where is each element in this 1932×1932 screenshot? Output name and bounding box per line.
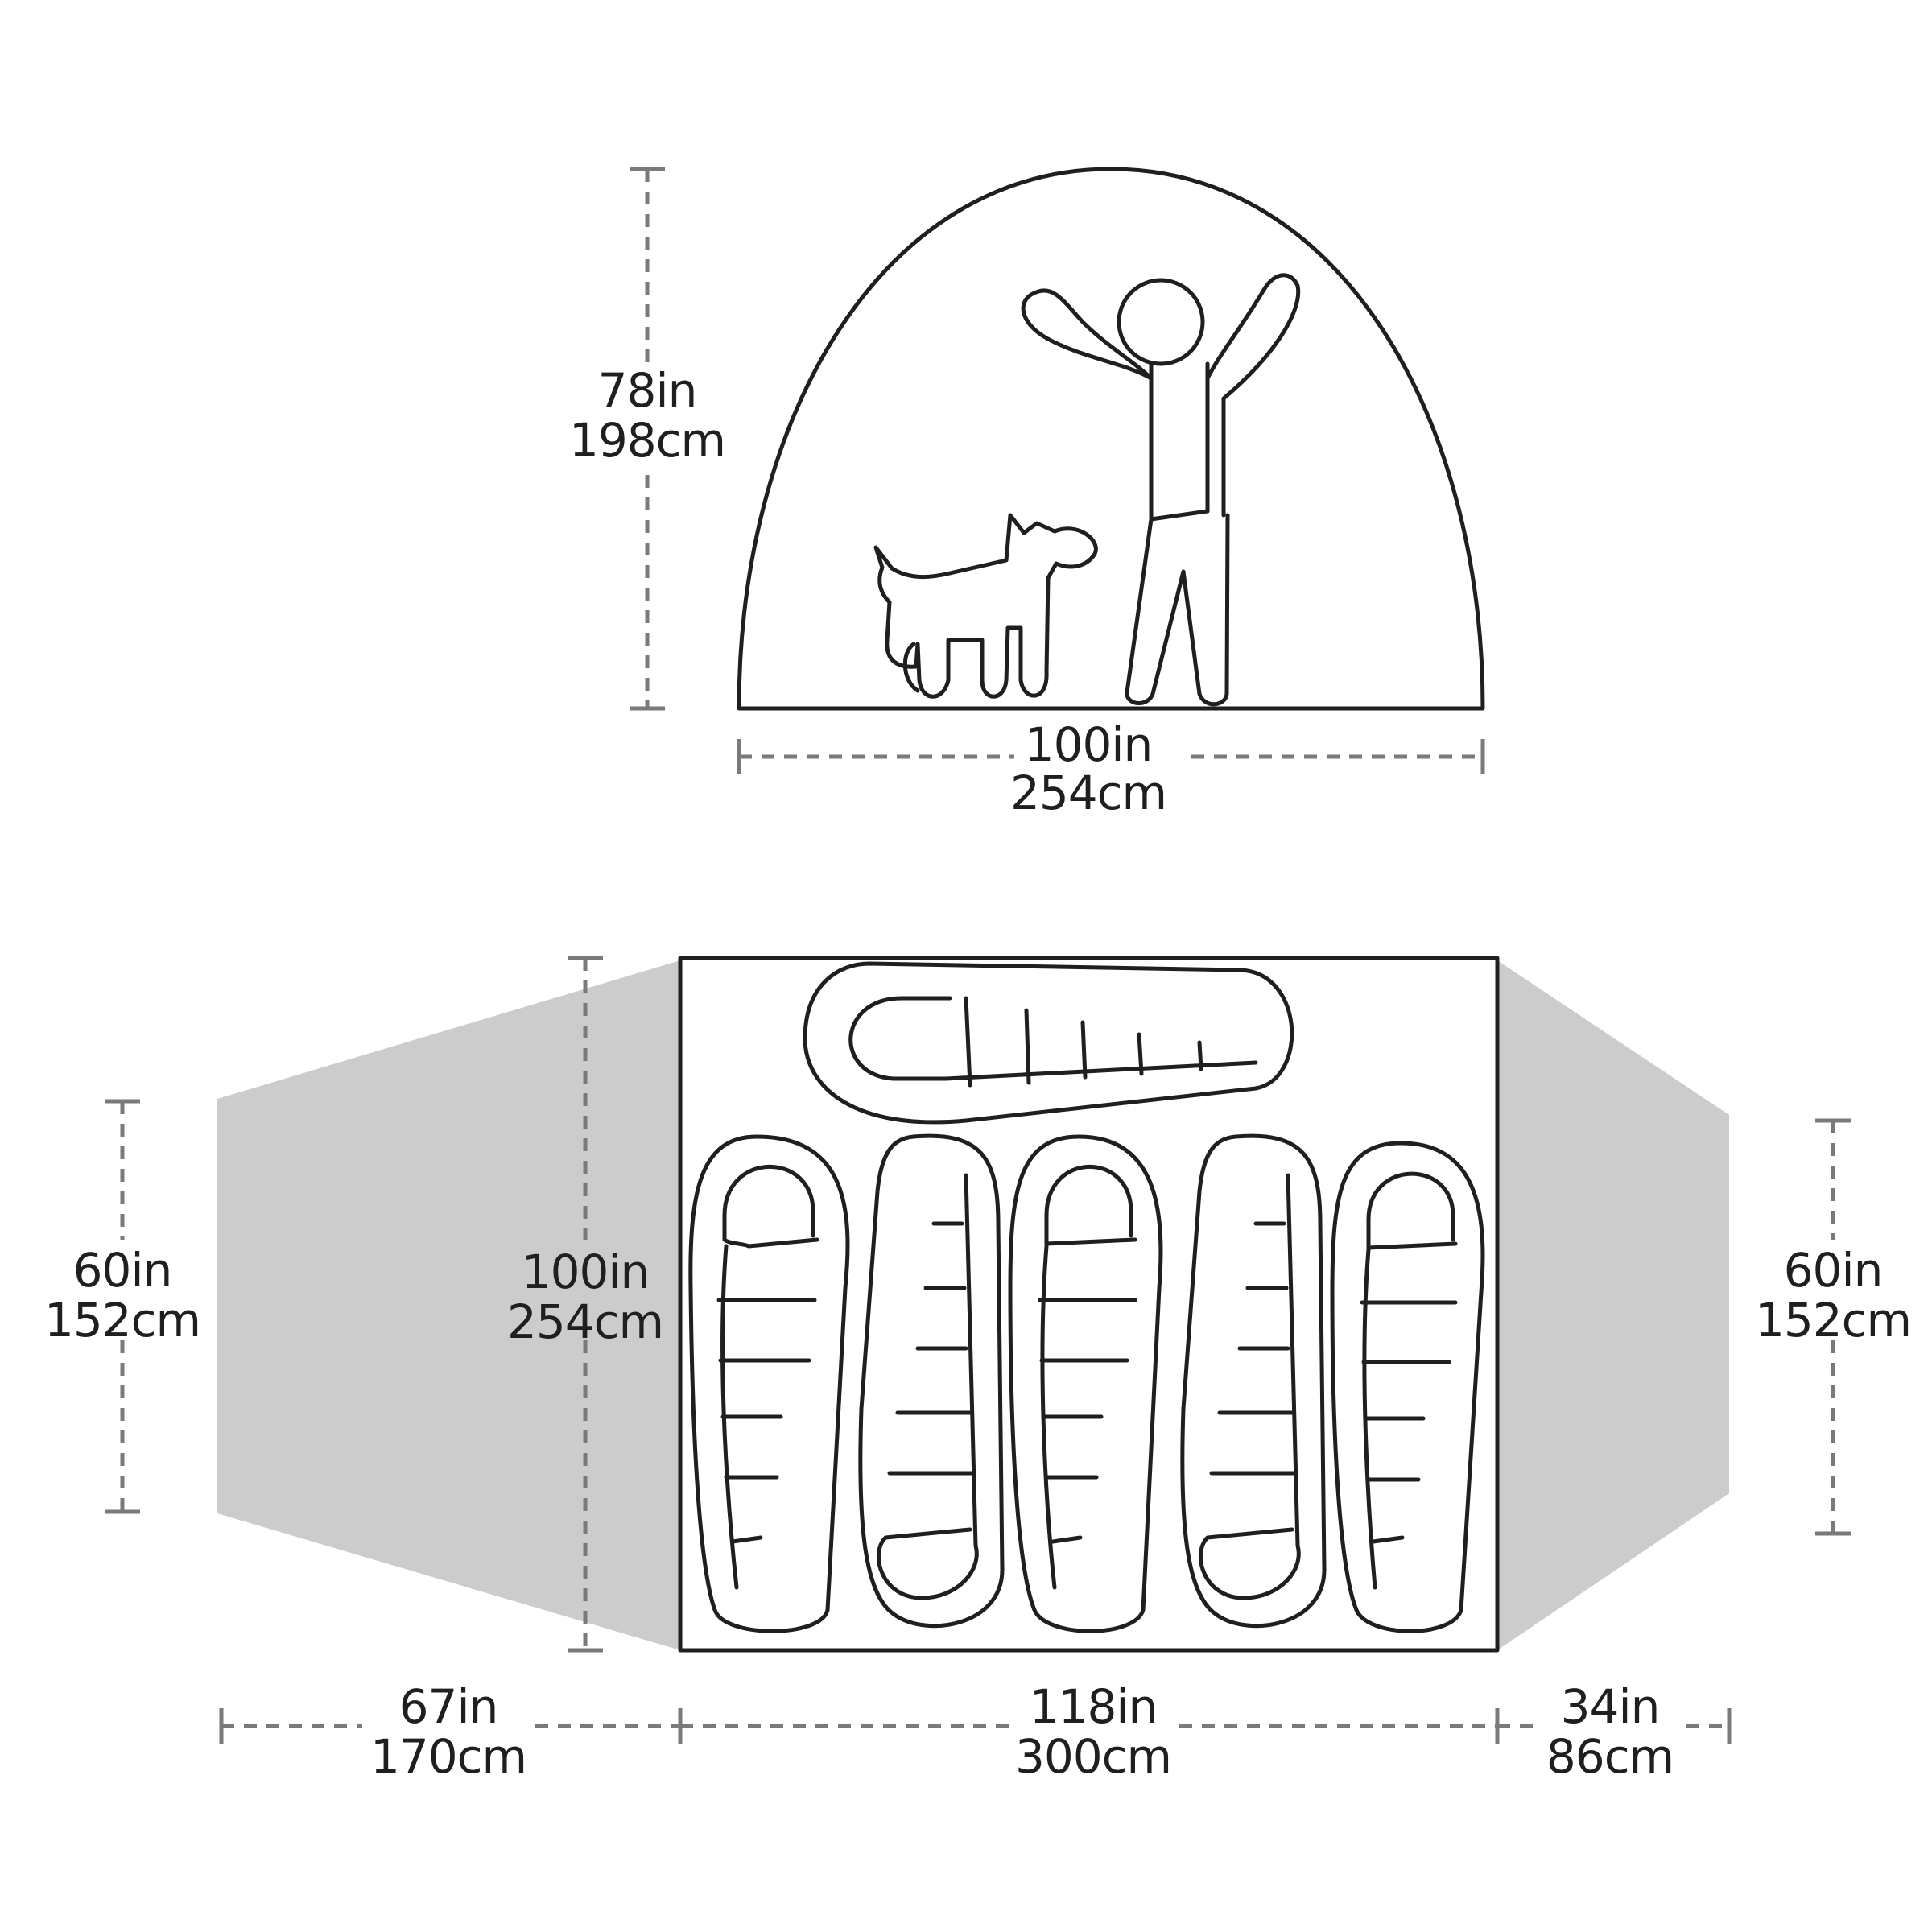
- sleeping-bag-horizontal: [803, 961, 1294, 1125]
- floor-plan: 60in 152cm 100in 254cm 60in 152cm: [44, 956, 1912, 1784]
- front-view: 78in 198cm 100in 254cm: [569, 167, 1485, 820]
- interior-width-in-label: 100in: [522, 1245, 650, 1299]
- length-dimensions: 67in 170cm 118in 300cm 34in 86cm: [219, 1679, 1732, 1784]
- left-vestibule-width-cm-label: 152cm: [44, 1293, 200, 1348]
- left-vestibule-width-in-label: 60in: [73, 1243, 172, 1298]
- left-vestibule-width-dimension: 60in 152cm: [44, 1099, 201, 1514]
- left-vestibule-depth-in-label: 67in: [399, 1679, 498, 1734]
- sleeping-bag-5: [1330, 1141, 1485, 1633]
- sleeping-bag-3: [1008, 1134, 1163, 1633]
- right-vestibule: [1497, 960, 1729, 1650]
- interior-length-in-label: 118in: [1030, 1679, 1158, 1734]
- sleeping-bag-1: [688, 1134, 850, 1633]
- tent-floor: [678, 956, 1500, 1653]
- right-vestibule-width-cm-label: 152cm: [1755, 1293, 1911, 1348]
- left-vestibule-depth-cm-label: 170cm: [370, 1729, 526, 1784]
- tent-front-profile: [737, 167, 1485, 711]
- interior-width-dimension: 100in 254cm: [507, 956, 664, 1653]
- right-vestibule-width-dimension: 60in 152cm: [1755, 1118, 1912, 1536]
- front-width-cm-label: 254cm: [1010, 766, 1166, 820]
- front-height-dimension: 78in 198cm: [569, 167, 726, 711]
- right-vestibule-width-in-label: 60in: [1784, 1243, 1883, 1298]
- front-height-cm-label: 198cm: [569, 413, 725, 468]
- left-vestibule: [217, 960, 680, 1650]
- interior-width-cm-label: 254cm: [507, 1294, 663, 1349]
- front-width-dimension: 100in 254cm: [737, 717, 1485, 820]
- dog-icon: [873, 513, 1098, 699]
- right-vestibule-depth-cm-label: 86cm: [1546, 1729, 1674, 1784]
- right-vestibule-depth-in-label: 34in: [1561, 1679, 1660, 1734]
- front-height-in-label: 78in: [598, 363, 697, 418]
- person-icon: [1021, 273, 1301, 707]
- interior-length-cm-label: 300cm: [1015, 1729, 1171, 1784]
- front-width-in-label: 100in: [1025, 717, 1153, 772]
- sleeping-bag-4: [1180, 1133, 1327, 1629]
- sleeping-bag-2: [858, 1133, 1005, 1629]
